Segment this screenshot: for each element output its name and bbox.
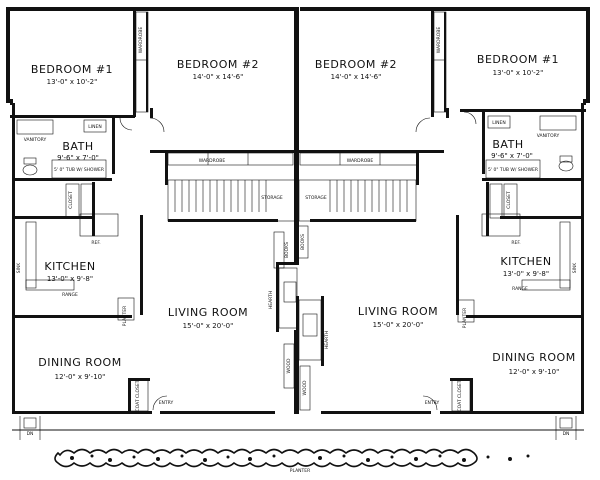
planter-label-left: PLANTER <box>122 306 128 327</box>
dn-label-right: DN <box>563 431 570 437</box>
dining-right-dims: 12'-0" x 9'-10" <box>509 368 560 376</box>
bedroom2-left-name: BEDROOM #2 <box>177 58 259 71</box>
ref-label-left: REF. <box>91 240 100 246</box>
vanitory-label-right: VANITORY <box>537 133 560 139</box>
dining-right-name: DINING ROOM <box>492 351 575 364</box>
planter <box>54 448 530 468</box>
linen-label-left: LINEN <box>88 124 101 130</box>
storage-label-left: STORAGE <box>261 195 283 201</box>
room-labels: BEDROOM #1 13'-0" x 10'-2" BEDROOM #2 14… <box>31 53 575 381</box>
porch <box>12 416 584 440</box>
stair-treads-right <box>329 180 408 212</box>
vanitory-label-left: VANITORY <box>24 137 47 143</box>
kitchen-left-dims: 13'-0" x 9'-8" <box>47 275 93 283</box>
windows <box>13 8 583 380</box>
coat-closet-label-left: COAT CLOSET <box>135 380 141 411</box>
tub-label-left: 5' 0" TUB W/ SHOWER <box>54 167 104 173</box>
living-right-dims: 15'-0" x 20'-0" <box>373 321 424 329</box>
wardrobe-label-vertical-left: WARDROBE <box>138 27 144 54</box>
storage-label-right: STORAGE <box>305 195 327 201</box>
entry-label-left: ENTRY <box>159 400 174 406</box>
hearth-label-left: HEARTH <box>268 291 274 309</box>
wardrobe-label-left: WARDROBE <box>199 158 226 164</box>
coat-closet-label-right: COAT CLOSET <box>457 380 463 411</box>
wood-label-right: WOOD <box>302 380 308 396</box>
living-left-name: LIVING ROOM <box>168 306 248 319</box>
range-label-left: RANGE <box>62 292 78 298</box>
bath-left-name: BATH <box>62 140 93 153</box>
wood-label-left: WOOD <box>286 358 292 374</box>
bedroom1-right-name: BEDROOM #1 <box>477 53 559 66</box>
planter-caption: PLANTER <box>290 468 311 474</box>
bedroom2-right-name: BEDROOM #2 <box>315 58 397 71</box>
kitchen-right-dims: 13'-0" x 9'-8" <box>503 270 549 278</box>
living-right-name: LIVING ROOM <box>358 305 438 318</box>
outer-walls <box>6 7 590 414</box>
wardrobe-label-vertical-right: WARDROBE <box>436 27 442 54</box>
ref-label-right: REF. <box>511 240 520 246</box>
closet-label-right: CLOSET <box>506 191 512 209</box>
bath-right-name: BATH <box>492 138 523 151</box>
books-label-left: BOOKS <box>284 242 290 258</box>
dining-left-dims: 12'-0" x 9'-10" <box>55 373 106 381</box>
closet-label-left: CLOSET <box>68 191 74 209</box>
bedroom1-left-dims: 13'-0" x 10'-2" <box>47 78 98 86</box>
hearth-label-right: HEARTH <box>324 331 330 349</box>
bedroom2-right-dims: 14'-0" x 14'-6" <box>331 73 382 81</box>
sink-label-left: SINK <box>16 262 22 274</box>
linen-label-right: LINEN <box>492 120 505 126</box>
kitchen-left-name: KITCHEN <box>44 260 95 273</box>
sink-label-right: SINK <box>572 262 578 274</box>
planter-label-right: PLANTER <box>462 308 468 329</box>
stair-treads-left <box>174 180 267 212</box>
interior-walls-left <box>10 11 296 412</box>
tub-label-right: 5' 0" TUB W/ SHOWER <box>488 167 538 173</box>
door-swings <box>119 111 477 411</box>
bath-left-dims: 9'-6" x 7'-0" <box>57 154 99 162</box>
fireplace-core <box>273 225 324 411</box>
dining-left-name: DINING ROOM <box>38 356 121 369</box>
interior-walls-right <box>298 11 586 412</box>
range-label-right: RANGE <box>512 286 528 292</box>
kitchen-right-name: KITCHEN <box>500 255 551 268</box>
bedroom2-left-dims: 14'-0" x 14'-6" <box>193 73 244 81</box>
bedroom1-right-dims: 13'-0" x 10'-2" <box>493 69 544 77</box>
books-label-right: BOOKS <box>300 234 306 250</box>
living-left-dims: 15'-0" x 20'-0" <box>183 322 234 330</box>
fixture-labels: WARDROBE WARDROBE WARDROBE WARDROBE LINE… <box>16 27 578 437</box>
bedroom1-left-name: BEDROOM #1 <box>31 63 113 76</box>
wardrobe-label-right: WARDROBE <box>347 158 374 164</box>
bath-right-dims: 9'-6" x 7'-0" <box>491 152 533 160</box>
dn-label-left: DN <box>27 431 34 437</box>
entry-label-right: ENTRY <box>425 400 440 406</box>
